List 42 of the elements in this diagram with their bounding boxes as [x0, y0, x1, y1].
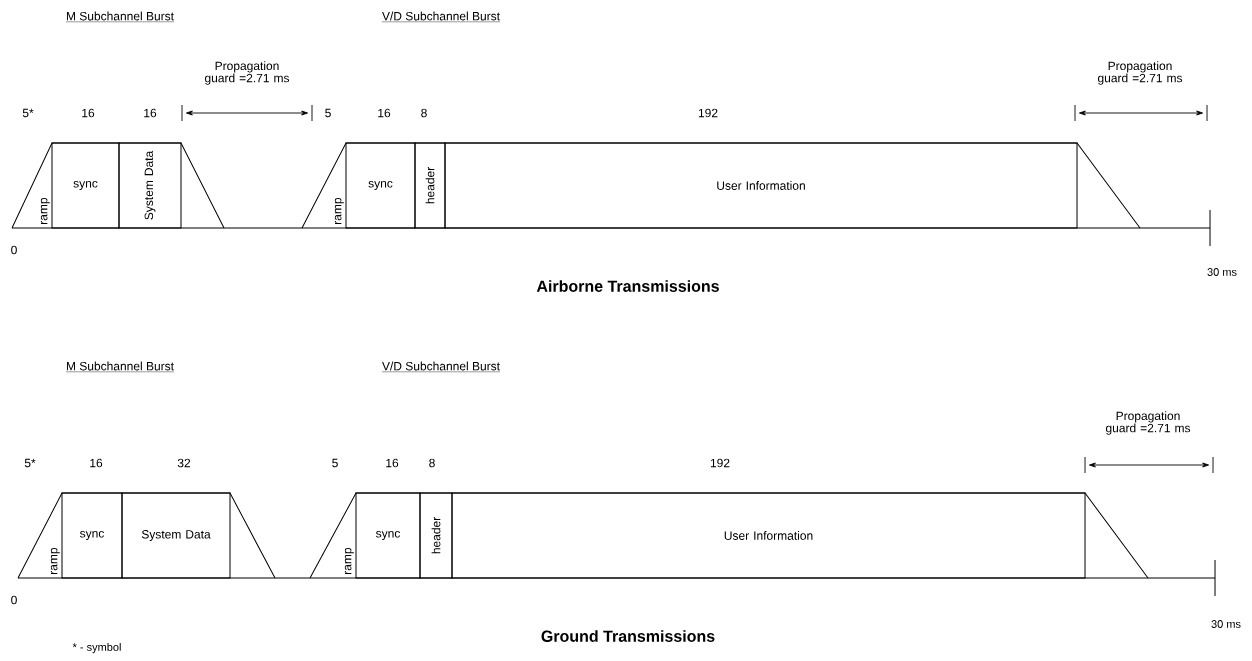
burst-heading: V/D Subchannel Burst [381, 11, 501, 22]
duration-number: 16 [82, 108, 95, 118]
panel-caption: Airborne Transmissions [536, 280, 719, 292]
burst-heading: M Subchannel Burst [65, 361, 175, 372]
axis-label: 30 ms [1207, 268, 1237, 276]
ramp-label: ramp [344, 548, 354, 574]
duration-number: 5 [325, 108, 331, 118]
duration-number: 8 [421, 108, 427, 118]
field-box: sync [345, 142, 416, 229]
duration-number: 32 [177, 458, 191, 468]
duration-number: 5* [24, 458, 36, 468]
guard-label: Propagation guard =2.71 ms [205, 61, 290, 85]
footnote: * - symbol [72, 642, 121, 654]
burst-heading: V/D Subchannel Burst [381, 361, 501, 372]
duration-number: 16 [378, 108, 391, 118]
axis-label: 0 [11, 595, 17, 605]
field-box: User Information [444, 142, 1078, 229]
duration-number: 16 [90, 458, 103, 468]
duration-number: 5* [22, 108, 34, 118]
field-box: System Data [121, 492, 231, 579]
duration-number: 16 [144, 108, 157, 118]
axis-label: 0 [11, 245, 17, 255]
duration-number: 192 [698, 108, 718, 118]
guard-label: Propagation guard =2.71 ms [1106, 411, 1191, 435]
duration-number: 192 [710, 458, 730, 468]
field-box: User Information [451, 492, 1086, 579]
field-box: header [419, 492, 453, 579]
panel-caption: Ground Transmissions [541, 630, 715, 642]
field-box: sync [355, 492, 421, 579]
field-box: sync [51, 142, 120, 229]
field-box: System Data [118, 142, 182, 229]
axis-label: 30 ms [1211, 620, 1241, 628]
ramp-label: ramp [50, 548, 60, 574]
field-box: sync [61, 492, 123, 579]
ramp-label: ramp [334, 197, 344, 224]
duration-number: 5 [332, 458, 338, 468]
burst-heading: M Subchannel Burst [65, 11, 175, 22]
guard-label: Propagation guard =2.71 ms [1098, 61, 1183, 85]
duration-number: 8 [429, 458, 435, 468]
duration-number: 16 [386, 458, 399, 468]
field-box: header [414, 142, 446, 229]
ramp-label: ramp [40, 197, 50, 224]
